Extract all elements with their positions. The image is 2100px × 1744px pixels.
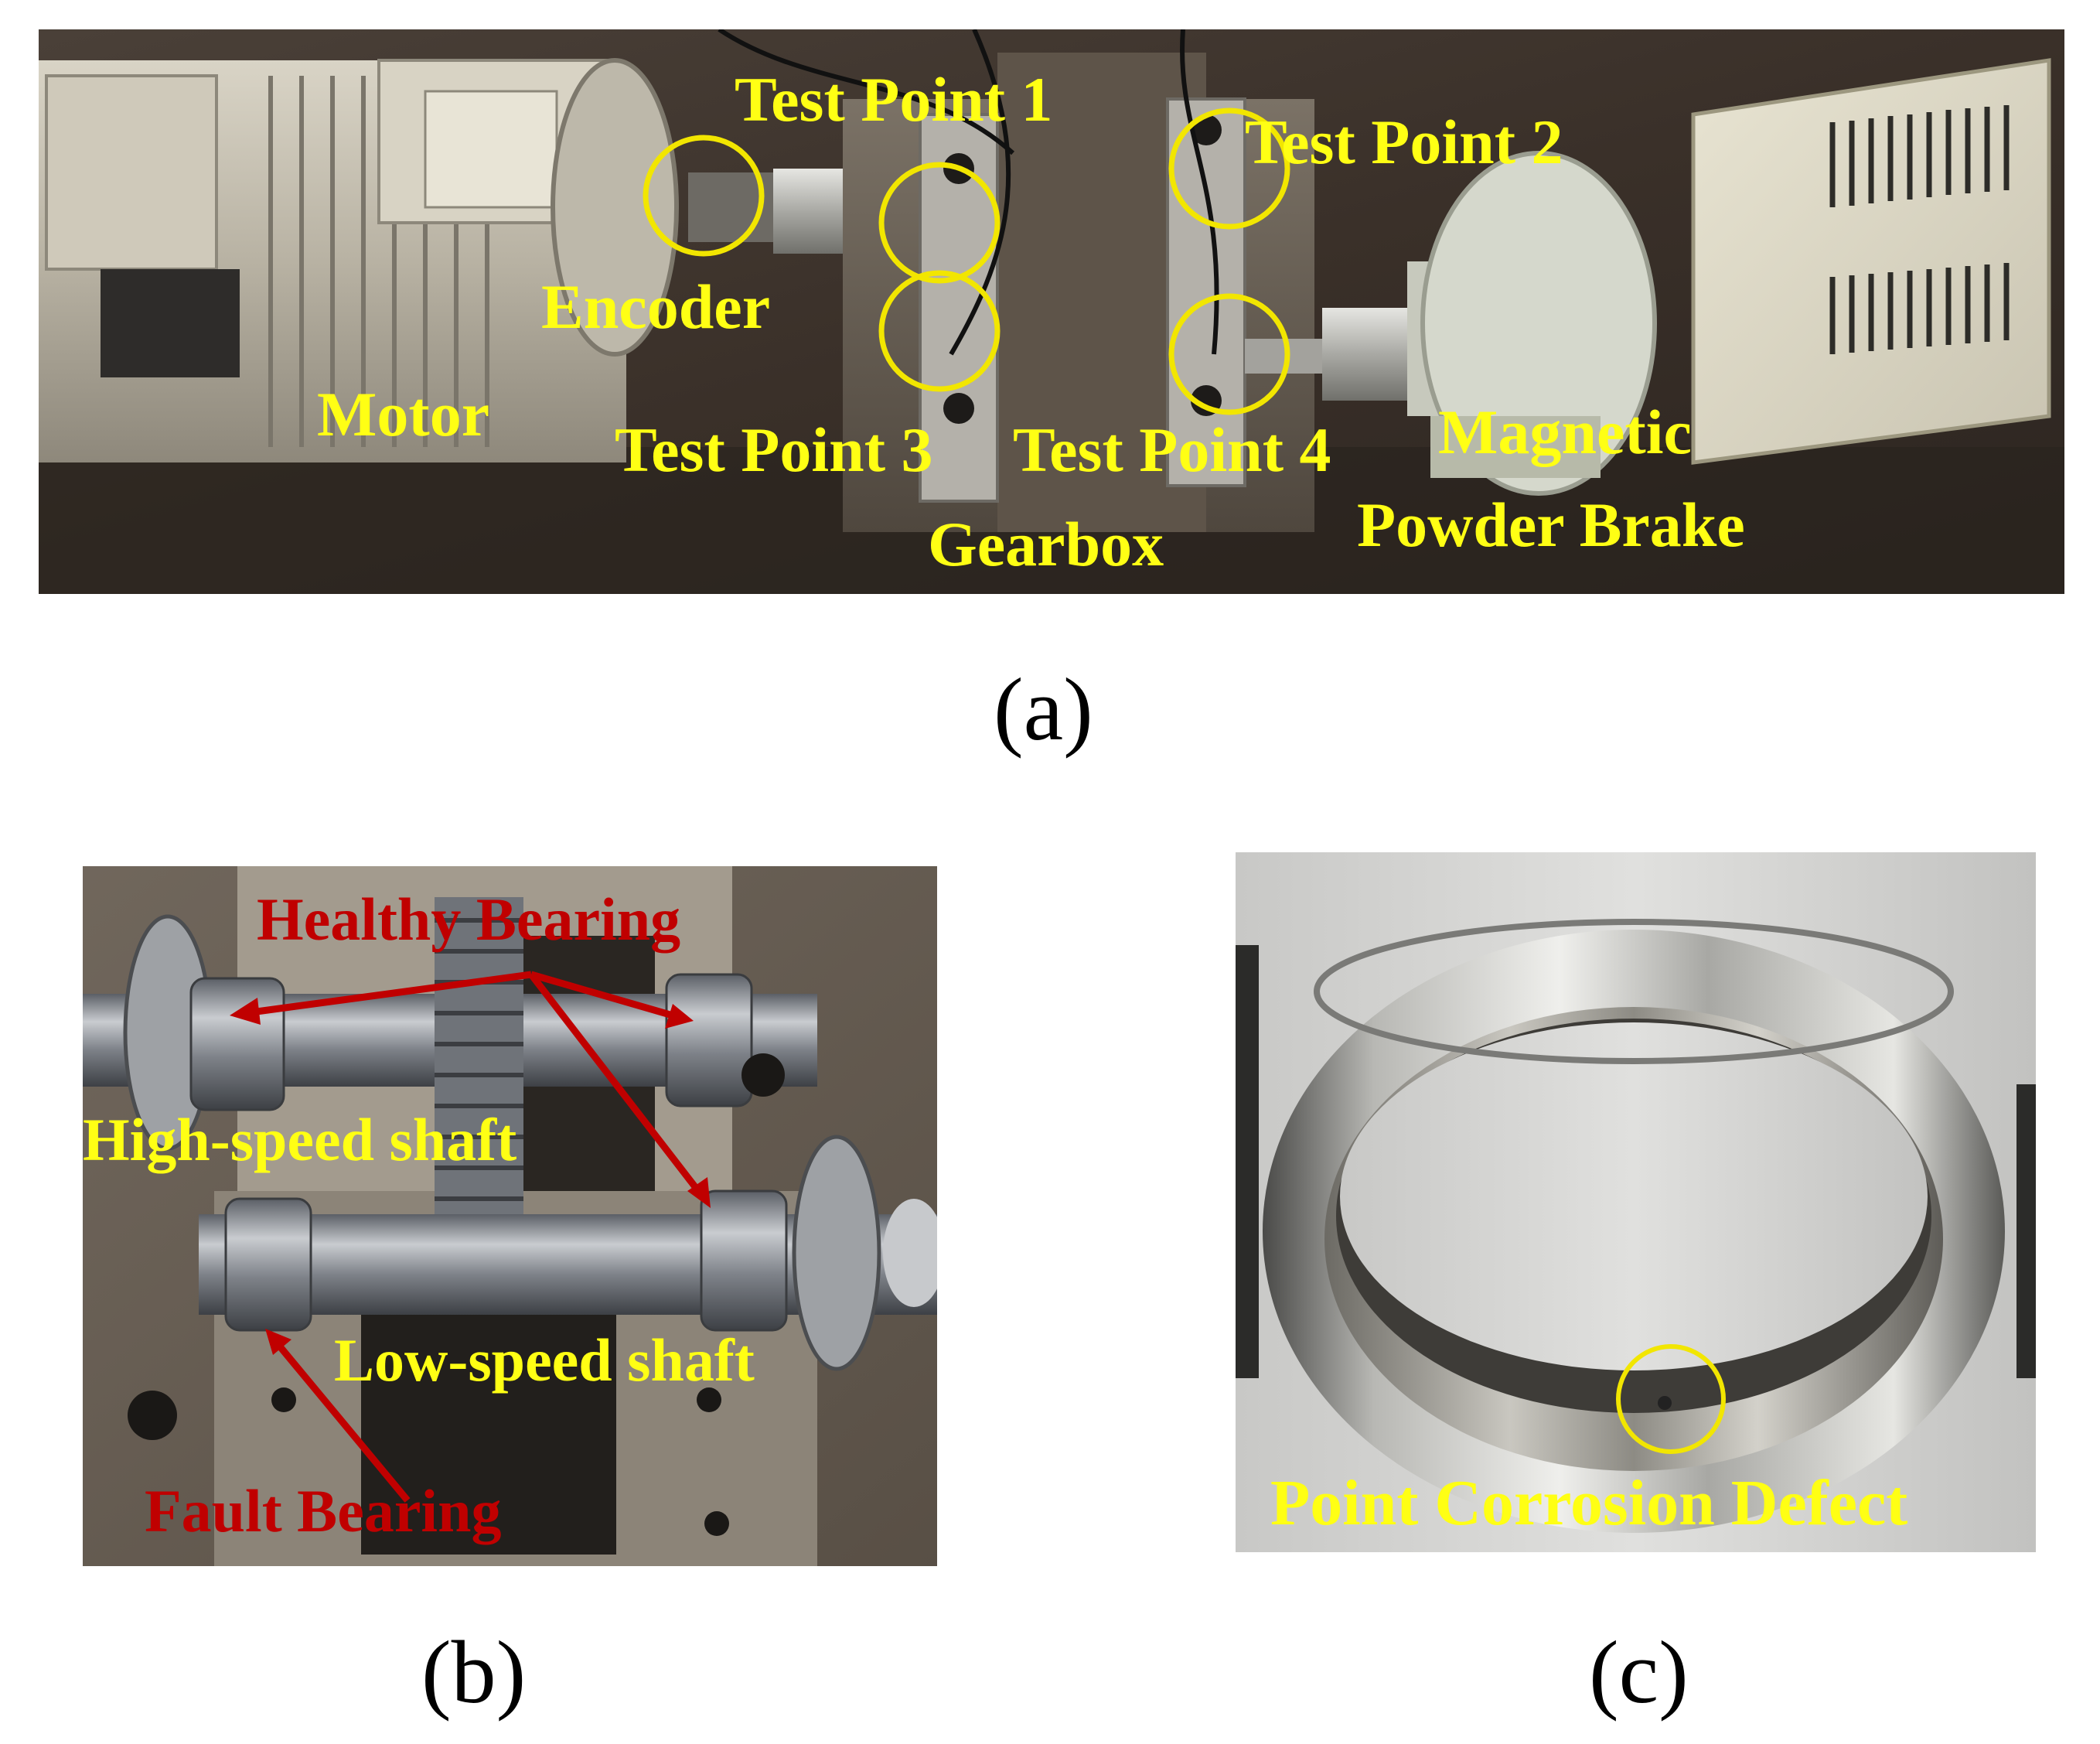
caption-b: (b)	[421, 1623, 527, 1722]
panel-c-bearing-ring-photo: Point Corrosion Defect	[1236, 852, 2036, 1552]
label-magnetic: Magnetic	[1438, 397, 1692, 467]
label-encoder: Encoder	[541, 271, 771, 342]
label-test-point-4: Test Point 4	[1013, 415, 1331, 485]
test-point-4-circle	[1168, 293, 1290, 415]
label-low-speed-shaft: Low-speed shaft	[334, 1326, 755, 1394]
caption-a: (a)	[994, 660, 1093, 759]
label-test-point-3: Test Point 3	[615, 415, 933, 485]
label-healthy-bearing: Healthy Bearing	[257, 886, 681, 953]
label-test-point-2: Test Point 2	[1245, 107, 1563, 177]
encoder-marker-circle	[643, 135, 765, 257]
panel-b-gearbox-photo: Healthy Bearing High-speed shaft Low-spe…	[83, 866, 937, 1566]
test-point-3-circle	[878, 270, 1001, 392]
label-test-point-1: Test Point 1	[735, 64, 1053, 135]
panel-a-test-rig-photo: Test Point 1 Test Point 2 Encoder Motor …	[39, 29, 2064, 594]
gearbox-interior-photo	[83, 866, 937, 1566]
label-motor: Motor	[317, 379, 490, 449]
defect-marker-circle	[1616, 1344, 1726, 1454]
test-rig-photo	[39, 29, 2064, 594]
caption-c: (c)	[1589, 1623, 1689, 1722]
label-powder-brake: Powder Brake	[1357, 490, 1745, 560]
label-high-speed-shaft: High-speed shaft	[83, 1106, 517, 1173]
test-point-1-circle	[878, 162, 1001, 284]
label-point-corrosion-defect: Point Corrosion Defect	[1270, 1467, 1908, 1539]
test-point-2-circle	[1168, 108, 1290, 230]
label-gearbox: Gearbox	[928, 509, 1164, 579]
label-fault-bearing: Fault Bearing	[145, 1477, 502, 1544]
bearing-ring-photo	[1236, 852, 2036, 1552]
